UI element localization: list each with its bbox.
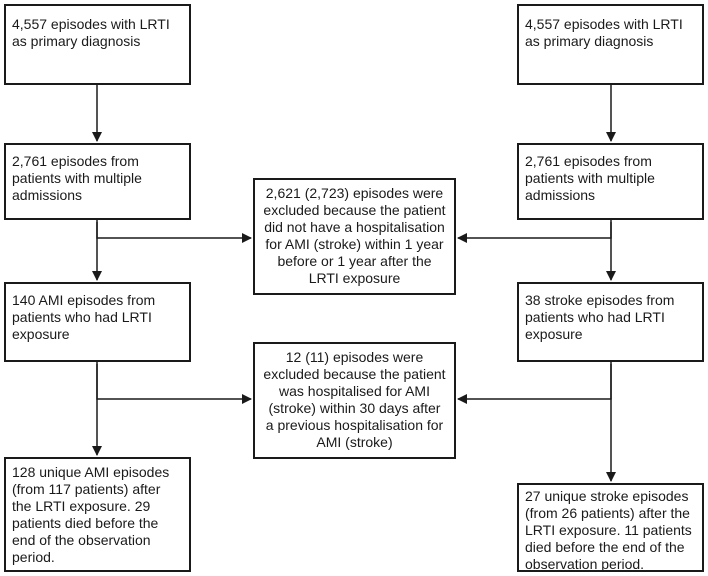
arrow-right-to-exclusion-first [457, 222, 612, 243]
right-final-box: 27 unique stroke episodes (from 26 patie… [517, 483, 704, 572]
left-final-box: 128 unique AMI episodes (from 117 patien… [4, 457, 191, 572]
left-start-box: 4,557 episodes with LRTI as primary diag… [4, 4, 191, 85]
arrow-left-to-exclusion-first [96, 222, 252, 243]
left-multiple-admissions-box: 2,761 episodes from patients with multip… [4, 143, 191, 220]
arrow-left-to-exclusion-second [96, 364, 252, 404]
left-ami-episodes-box: 140 AMI episodes from patients who had L… [4, 282, 191, 362]
right-multiple-admissions-box: 2,761 episodes from patients with multip… [517, 143, 704, 220]
arrow-right-to-exclusion-second [457, 364, 612, 404]
right-stroke-episodes-box: 38 stroke episodes from patients who had… [517, 282, 704, 362]
exclusion-box-second: 12 (11) episodes were excluded because t… [253, 342, 456, 459]
exclusion-box-first: 2,621 (2,723) episodes were excluded bec… [253, 178, 456, 295]
right-start-box: 4,557 episodes with LRTI as primary diag… [517, 4, 704, 85]
